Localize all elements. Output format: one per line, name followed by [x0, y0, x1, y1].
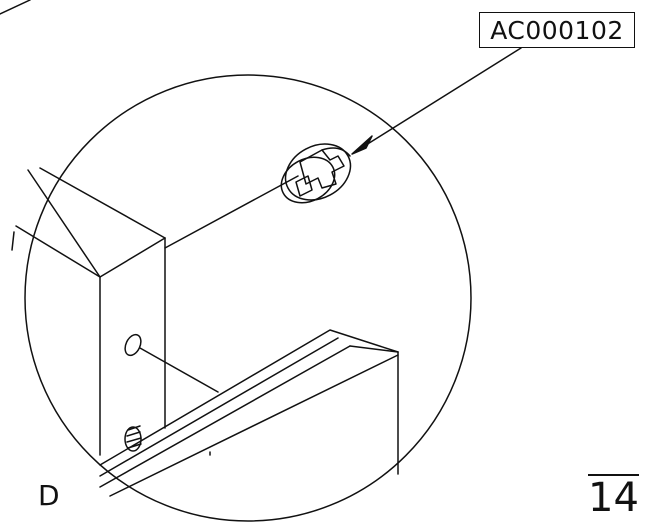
shelf-panel — [99, 329, 399, 497]
page-number: 14 — [588, 474, 639, 521]
detail-circle — [24, 74, 472, 522]
dowel-hole — [124, 333, 142, 357]
part-number-label: AC000102 — [479, 12, 635, 48]
detail-letter: D — [38, 479, 60, 512]
leader-arrow-icon — [351, 47, 522, 155]
cam-lock-fitting-icon — [280, 143, 352, 204]
sheet-corner-line — [0, 0, 31, 15]
guide-line-cam — [164, 175, 299, 249]
dowel-pin-icon — [124, 425, 142, 452]
side-panel — [11, 167, 166, 456]
guide-line-dowel — [139, 347, 219, 393]
